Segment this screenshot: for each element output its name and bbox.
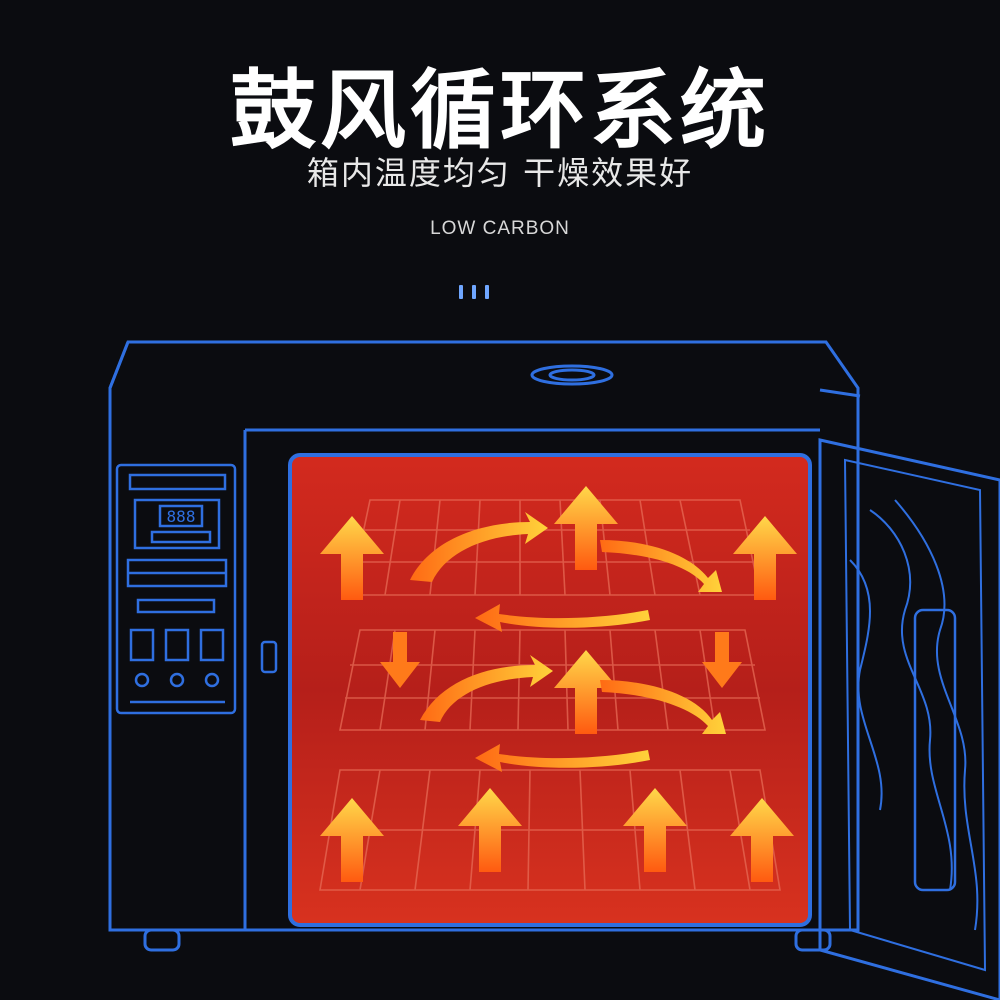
oven-feet bbox=[143, 928, 832, 952]
control-panel bbox=[115, 463, 237, 715]
door-latch bbox=[260, 640, 278, 674]
temperature-display: 888 bbox=[167, 507, 196, 526]
oven-cabinet bbox=[108, 340, 861, 932]
page-subtitle: 箱内温度均匀 干燥效果好 bbox=[306, 154, 694, 192]
oven-racks bbox=[319, 499, 781, 891]
drying-oven-illustration: 888 bbox=[108, 340, 1000, 1000]
divider-dots-icon bbox=[459, 285, 499, 301]
circulation-curves bbox=[410, 512, 726, 772]
heating-chamber bbox=[288, 453, 812, 927]
oven-door bbox=[818, 438, 1000, 1000]
tagline: LOW CARBON bbox=[430, 218, 570, 239]
page-title: 鼓风循环系统 bbox=[230, 61, 770, 161]
